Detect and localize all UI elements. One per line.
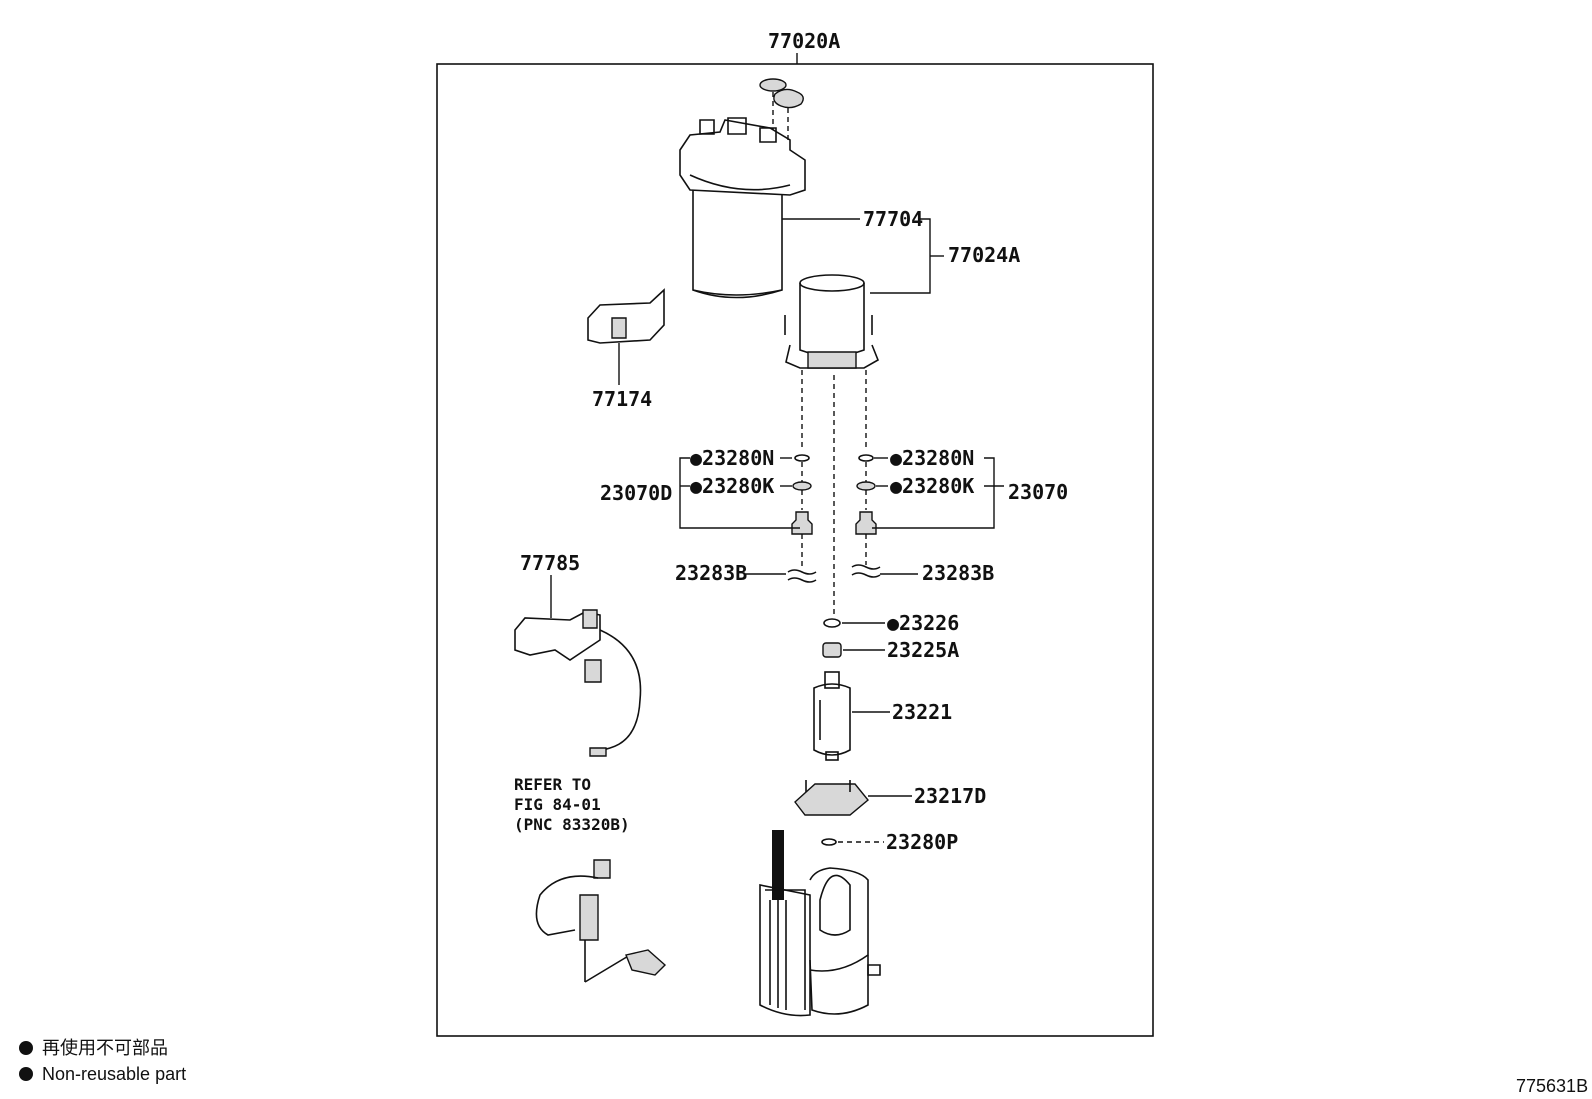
- refer-note-line1: REFER TO: [514, 775, 591, 794]
- label-77020A: 77020A: [768, 29, 840, 53]
- valve-left: [791, 511, 813, 535]
- label-23070D: 23070D: [600, 481, 672, 505]
- label-23280P: 23280P: [886, 830, 958, 854]
- label-23070: 23070: [1008, 480, 1068, 504]
- oring-23280P: [821, 838, 837, 846]
- label-23280K-right: ●23280K: [890, 474, 974, 498]
- bracket-23217D: [794, 780, 869, 816]
- clip-23283B-left: [787, 569, 817, 583]
- oring-23226: [823, 618, 841, 628]
- refer-note-line2: FIG 84-01: [514, 795, 601, 814]
- pump-reservoir: [759, 830, 881, 1017]
- label-77024A: 77024A: [948, 243, 1020, 267]
- fuel-sender-gauge: [535, 859, 667, 983]
- oring-23280N-left: [794, 454, 810, 462]
- label-23280K-left: ●23280K: [690, 474, 774, 498]
- label-77704: 77704: [863, 207, 923, 231]
- label-23280N-left: ●23280N: [690, 446, 774, 470]
- label-77174: 77174: [592, 387, 652, 411]
- refer-note-line3: (PNC 83320B): [514, 815, 630, 834]
- fuel-filter-77024A: [784, 274, 880, 369]
- valve-right: [855, 511, 877, 535]
- legend-bullet-jp: [19, 1041, 33, 1055]
- oring-23280N-right: [858, 454, 874, 462]
- top-gasket: [759, 78, 804, 140]
- oring-23280K-right: [856, 481, 876, 491]
- clip-23283B-right: [851, 564, 881, 578]
- label-23225A: 23225A: [887, 638, 959, 662]
- label-23217D: 23217D: [914, 784, 986, 808]
- oring-23280K-left: [792, 481, 812, 491]
- assembly-frame: [436, 63, 1154, 1037]
- legend-jp: 再使用不可部品: [42, 1038, 168, 1058]
- legend-bullet-en: [19, 1067, 33, 1081]
- clamp-77174: [587, 288, 665, 385]
- label-23226: ●23226: [887, 611, 959, 635]
- fuel-pump-23221: [813, 671, 851, 761]
- label-23280N-right: ●23280N: [890, 446, 974, 470]
- pump-cover-77704: [679, 117, 806, 299]
- harness-77785: [514, 575, 642, 757]
- figure-id: 775631B: [1516, 1076, 1588, 1096]
- label-77785: 77785: [520, 551, 580, 575]
- label-23283B-right: 23283B: [922, 561, 994, 585]
- label-23221: 23221: [892, 700, 952, 724]
- legend-en: Non-reusable part: [42, 1064, 186, 1084]
- cushion-23225A: [822, 642, 842, 658]
- label-23283B-left: 23283B: [675, 561, 747, 585]
